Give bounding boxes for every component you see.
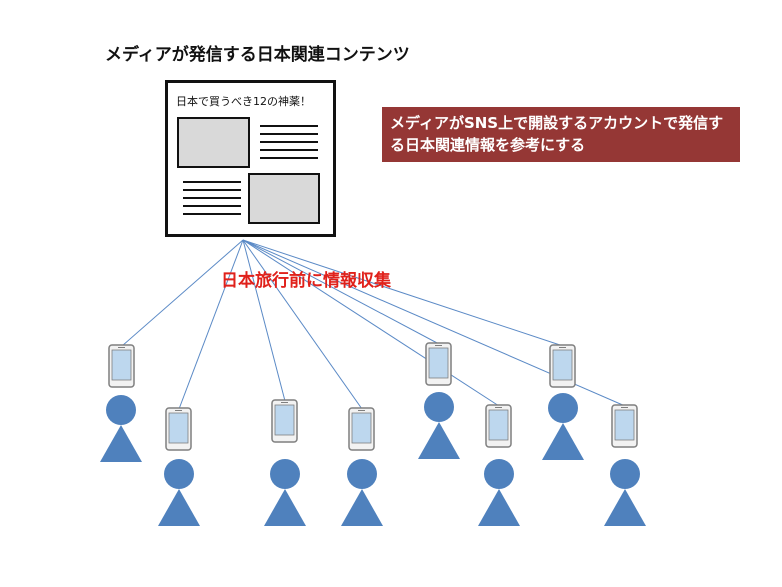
person-icon <box>604 459 646 526</box>
smartphone-icon <box>485 404 512 448</box>
article-icon: 日本で買うべき12の神薬！ <box>165 80 336 237</box>
article-image-top <box>177 117 250 168</box>
connection-line <box>242 239 500 407</box>
smartphone-icon <box>425 342 452 386</box>
person-icon <box>478 459 520 526</box>
smartphone-icon <box>611 404 638 448</box>
connection-line <box>242 239 564 347</box>
diagram-title: メディアが発信する日本関連コンテンツ <box>105 45 410 65</box>
connection-line <box>242 239 286 402</box>
article-headline: 日本で買うべき12の神薬！ <box>176 95 311 108</box>
person-icon <box>341 459 383 526</box>
info-gathering-label: 日本旅行前に情報収集 <box>221 271 391 291</box>
connection-line <box>242 239 363 410</box>
article-text-lines-bottom <box>183 181 241 221</box>
smartphone-icon <box>348 407 375 451</box>
smartphone-icon <box>271 399 298 443</box>
person-icon <box>264 459 306 526</box>
smartphone-icon <box>549 344 576 388</box>
article-image-bottom <box>248 173 320 224</box>
connection-line <box>242 239 440 345</box>
article-text-lines-top <box>260 125 318 165</box>
person-icon <box>100 395 142 462</box>
callout-box: メディアがSNS上で開設するアカウントで発信する日本関連情報を参考にする <box>382 107 740 162</box>
person-icon <box>542 393 584 460</box>
connection-line <box>121 239 244 347</box>
smartphone-icon <box>165 407 192 451</box>
person-icon <box>158 459 200 526</box>
person-icon <box>418 392 460 459</box>
connection-line <box>178 239 244 410</box>
smartphone-icon <box>108 344 135 388</box>
